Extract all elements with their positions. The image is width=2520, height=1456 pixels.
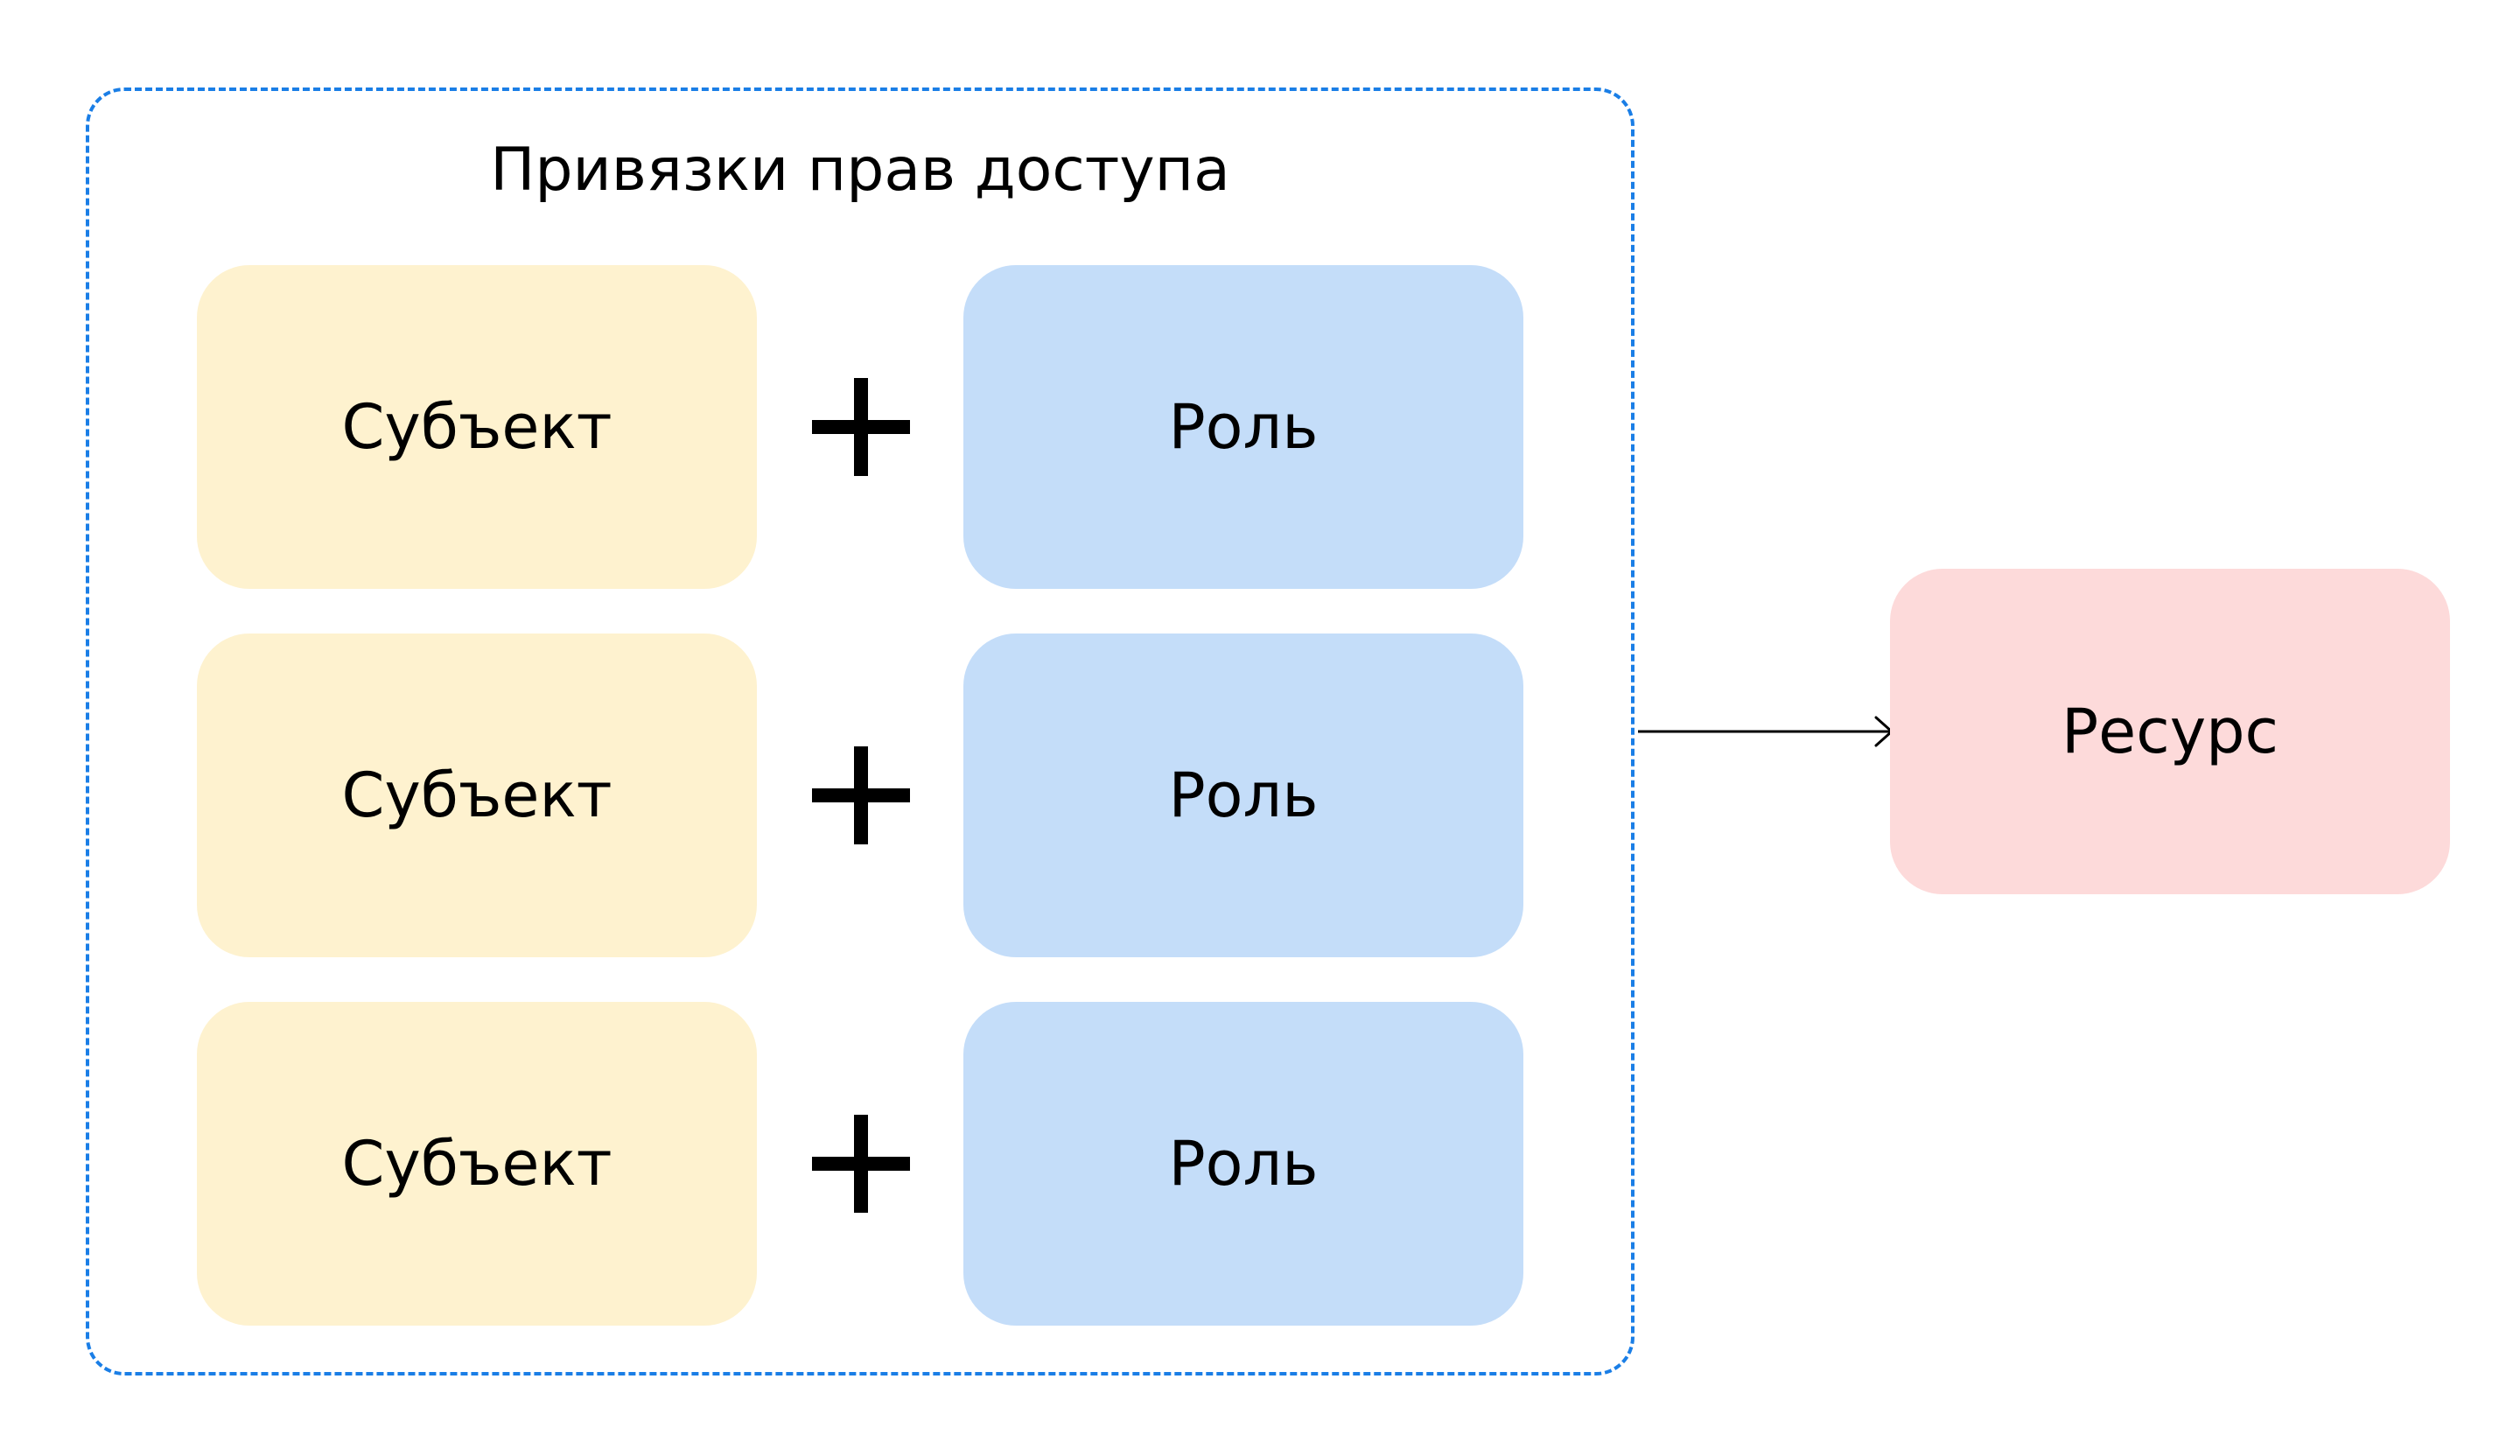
role-box: Роль <box>963 265 1523 589</box>
plus-icon <box>812 1115 910 1213</box>
group-title: Привязки прав доступа <box>490 136 1230 205</box>
subject-box: Субъект <box>197 265 757 589</box>
role-box: Роль <box>963 634 1523 957</box>
subject-box: Субъект <box>197 634 757 957</box>
arrow-right-icon <box>1638 716 1894 747</box>
subject-box: Субъект <box>197 1002 757 1326</box>
plus-icon <box>812 378 910 476</box>
access-bindings-group <box>86 88 1634 1376</box>
role-box: Роль <box>963 1002 1523 1326</box>
resource-box: Ресурс <box>1890 569 2450 894</box>
plus-icon <box>812 746 910 844</box>
